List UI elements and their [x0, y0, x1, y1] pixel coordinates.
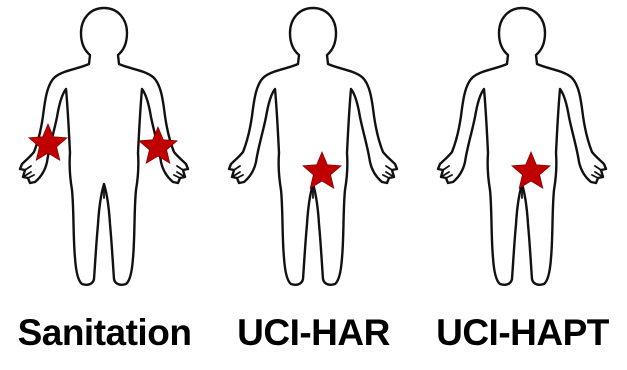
- caption-uci-har: UCI-HAR: [209, 312, 418, 354]
- figure-sanitation: [0, 0, 209, 310]
- figure-uci-har: [209, 0, 418, 310]
- human-body-outline-sanitation: [0, 0, 209, 310]
- caption-sanitation: Sanitation: [0, 312, 209, 354]
- human-body-outline-uci-hapt: [418, 0, 627, 310]
- human-body-outline-uci-har: [209, 0, 418, 310]
- caption-uci-hapt: UCI-HAPT: [418, 312, 627, 354]
- body-silhouette: [438, 8, 606, 285]
- body-silhouette: [229, 8, 397, 285]
- figure-uci-hapt: [418, 0, 627, 310]
